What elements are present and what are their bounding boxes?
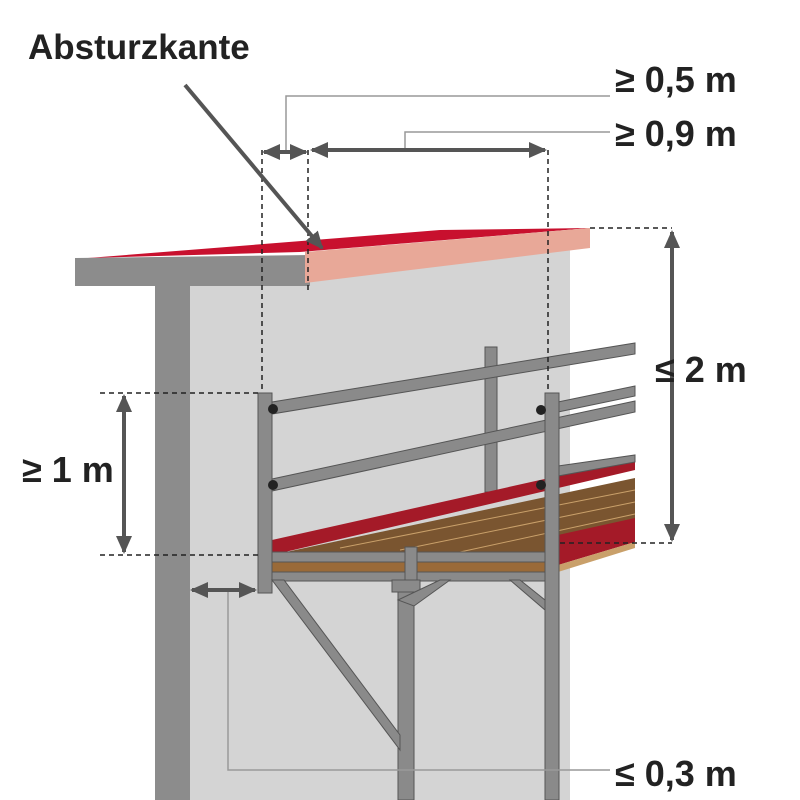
height-difference-label: ≤ 2 m (655, 349, 747, 390)
fall-edge-label: Absturzkante (28, 28, 250, 67)
fall-edge (305, 228, 590, 283)
dimension-arrows (116, 83, 680, 598)
roof-slab (75, 255, 310, 286)
rail-couplers (268, 404, 546, 490)
roof-surface (88, 228, 590, 258)
platform-width-label: ≥ 0,9 m (615, 113, 737, 154)
dashed-guides (100, 150, 672, 556)
guardrail-height-label: ≥ 1 m (22, 449, 114, 490)
wall-gap-label: ≤ 0,3 m (615, 753, 737, 794)
wall-column (155, 280, 190, 800)
edge-distance-label: ≥ 0,5 m (615, 59, 737, 100)
scaffold-frame (257, 392, 560, 800)
guardrails (271, 342, 636, 492)
toe-board-front (558, 518, 635, 565)
